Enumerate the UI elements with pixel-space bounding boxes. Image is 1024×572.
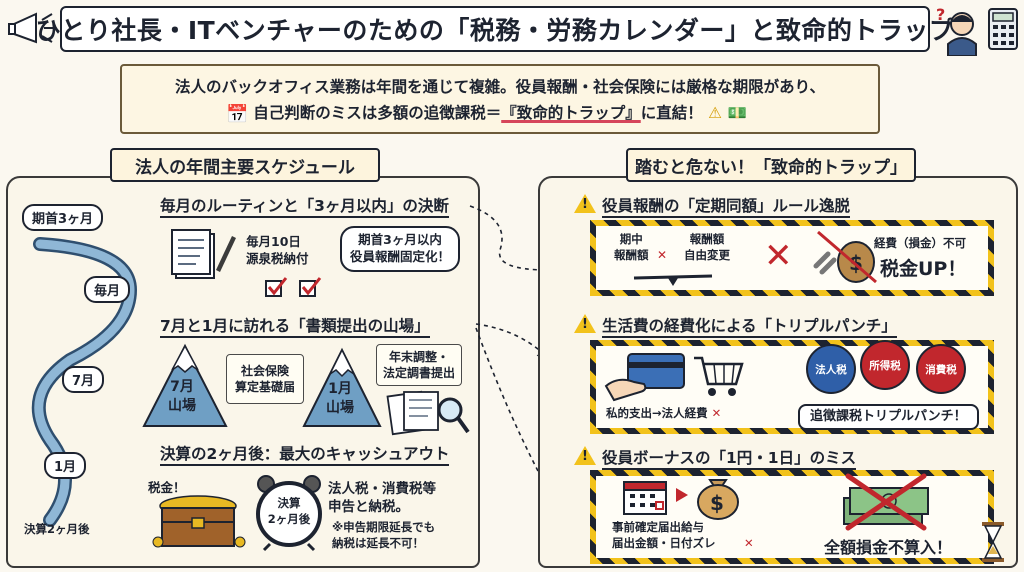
worried-ceo-icon: ? — [936, 5, 977, 56]
timeline-label-january: 1月 — [44, 452, 87, 479]
trap3-heading: 役員ボーナスの「1円・1日」のミス — [602, 446, 857, 470]
crossed-cash-stack-icon — [843, 473, 929, 531]
intro-line-2: 📅 自己判断のミスは多額の追徴課税＝『致命的トラップ』に直結！ ⚠ 💵 — [226, 104, 747, 125]
mountain-icon-july — [142, 343, 228, 427]
july-peak-label: 7月 山場 — [168, 379, 196, 414]
boxing-glove-consumption-tax: 消費税 — [916, 344, 966, 394]
page-title: ひとり社長・ITベンチャーのための「税務・労務カレンダー」と致命的トラップ — [36, 6, 954, 52]
arrow-right-icon — [676, 488, 688, 502]
document-peak-heading: 7月と1月に訪れる「書類提出の山場」 — [160, 314, 430, 338]
svg-text:$: $ — [710, 491, 724, 515]
timeline-label-first-quarter: 期首3ヶ月 — [22, 204, 104, 231]
boxing-glove-income-tax: 所得税 — [860, 340, 910, 390]
trap1-tax-up: 税金UP！ — [880, 258, 967, 280]
hourglass-icon — [982, 522, 1004, 562]
calculator-icon — [988, 8, 1018, 50]
cash-out-heading: 決算の2ヶ月後：最大のキャッシュアウト — [160, 442, 450, 466]
megaphone-icon — [8, 12, 56, 44]
trap1-heading: 役員報酬の「定期同額」ルール逸脱 — [602, 194, 851, 218]
intro-banner: 法人のバックオフィス業務は年間を通じて複雑。役員報酬・社会保険には厳格な期限があ… — [120, 64, 880, 134]
trap1-big-cross: ✕ — [764, 236, 793, 276]
trap2-warning-icon — [574, 314, 596, 333]
corporate-tax-text: 法人税・消費税等 申告と納税。 — [328, 481, 436, 516]
trap1-not-deductible: 経費（損金）不可 — [874, 236, 966, 250]
timeline-label-monthly: 毎月 — [84, 276, 131, 303]
trap3-result: 全額損金不算入！ — [824, 538, 953, 557]
triple-punch-banner: 追徴課税トリプルパンチ！ — [798, 404, 979, 430]
trap2-cross: ✕ — [711, 406, 722, 420]
traps-ribbon: 踏むと危ない！「致命的トラップ」 — [626, 148, 916, 182]
trap3-cross: ✕ — [744, 536, 754, 550]
trap3-warning-icon — [574, 446, 596, 465]
mountain-icon-january — [302, 347, 382, 427]
trap3-caption: 事前確定届出給与 届出金額・日付ズレ✕ — [612, 520, 754, 550]
broken-chain-money-icon: $ — [813, 230, 877, 284]
trap2-heading: 生活費の経費化による「トリプルパンチ」 — [602, 314, 897, 338]
year-end-adjustment-doc: 年末調整・ 法定調書提出 — [376, 344, 463, 387]
trap1-warning-icon — [574, 194, 596, 213]
compensation-fix-bubble: 期首3ヶ月以内 役員報酬固定化！ — [340, 226, 461, 272]
credit-card-hand-icon — [604, 353, 685, 402]
trap1-free-change: 報酬額 自由変更 — [684, 232, 730, 262]
cash-icon: 💵 — [727, 104, 747, 122]
magnifier-papers-icon — [386, 390, 470, 436]
timeline-label-after-closing: 決算2ヶ月後 — [24, 522, 90, 536]
alarm-clock-icon — [256, 475, 322, 552]
intro-line-1: 法人のバックオフィス業務は年間を通じて複雑。役員報酬・社会保険には厳格な期限があ… — [174, 78, 826, 96]
money-bag-icon: $ — [697, 479, 739, 520]
warning-icon: ⚠ — [708, 104, 723, 122]
monthly-withholding-text: 毎月10日 源泉税納付 — [246, 234, 309, 266]
social-insurance-doc: 社会保険 算定基礎届 — [226, 354, 305, 405]
calendar-icon: 📅 — [226, 104, 249, 125]
trap1-small-cross: ✕ — [657, 248, 668, 262]
trap1-card — [590, 220, 994, 296]
monthly-routine-heading: 毎月のルーティンと「3ヶ月以内」の決断 — [160, 194, 449, 218]
fatal-trap-highlight: 『致命的トラップ』 — [501, 104, 641, 122]
shopping-cart-icon — [694, 356, 744, 396]
boxing-glove-corporate-tax: 法人税 — [806, 344, 856, 394]
clock-face-label: 決算 2ヶ月後 — [267, 496, 311, 526]
trap2-caption: 私的支出→法人経費 ✕ — [606, 406, 722, 420]
balance-scale-icon — [633, 274, 713, 286]
deadline-extension-note: ※申告期限延長でも 納税は延長不可！ — [332, 520, 436, 550]
checkbox-checked-icon — [265, 277, 288, 297]
calendar-grid-icon — [623, 481, 667, 515]
checkbox-checked-icon-2 — [299, 277, 322, 297]
january-peak-label: 1月 山場 — [326, 381, 354, 416]
document-pen-icon — [171, 229, 236, 279]
treasure-chest-icon — [152, 495, 246, 548]
tax-exclaim-label: 税金！ — [148, 480, 186, 495]
schedule-ribbon: 法人の年間主要スケジュール — [110, 148, 380, 182]
svg-text:?: ? — [936, 5, 945, 24]
timeline-label-july: 7月 — [62, 366, 105, 393]
trap1-period-amount: 期中 報酬額 — [614, 232, 649, 262]
